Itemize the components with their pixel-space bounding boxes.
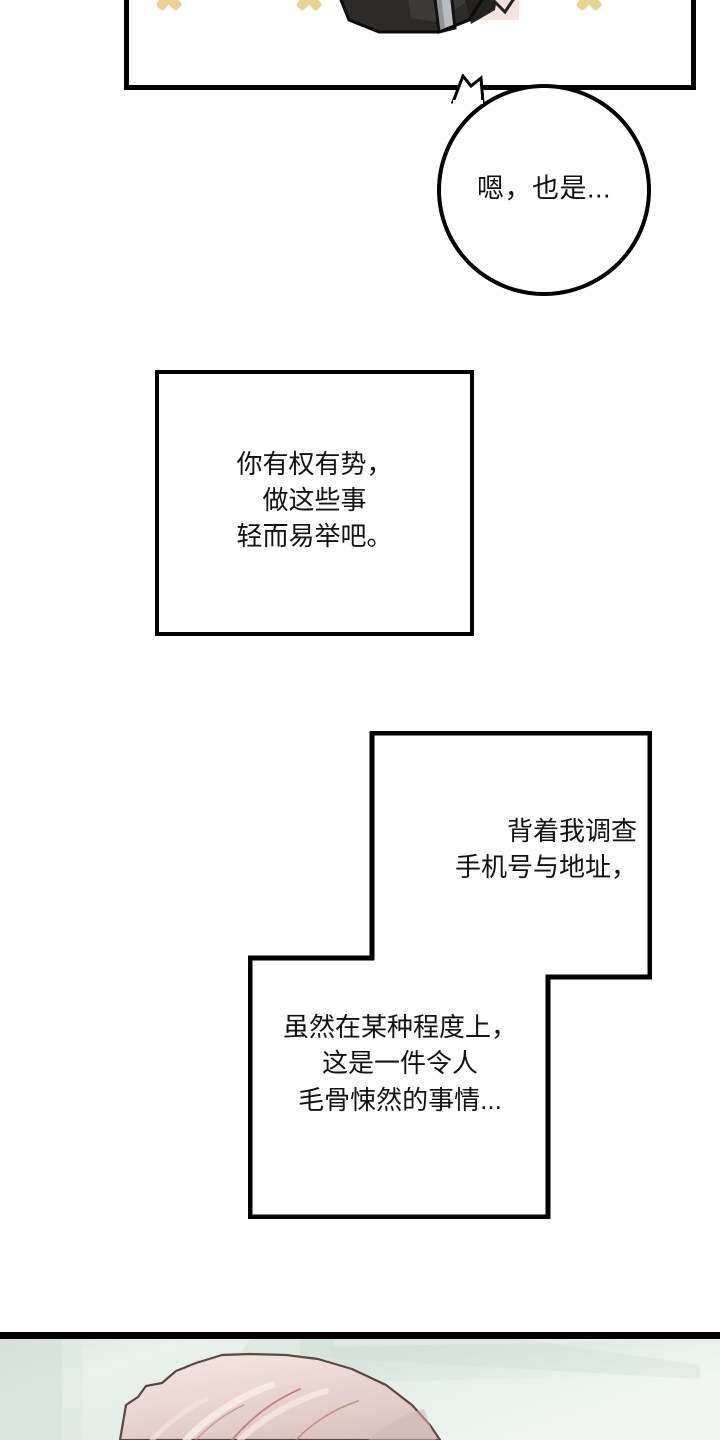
bubble-outline	[437, 84, 651, 296]
top-panel	[124, 0, 696, 90]
stepped-caption-box: 背着我调查 手机号与地址， 虽然在某种程度上， 这是一件令人 毛骨悚然的事情..…	[248, 731, 652, 1219]
dark-suited-figure	[339, 0, 519, 34]
x-mark-icon	[574, 0, 604, 12]
x-mark-icon	[154, 0, 184, 12]
bubble-tail-icon	[451, 74, 485, 104]
rectangular-caption-box: 你有权有势， 做这些事 轻而易举吧。	[155, 370, 474, 636]
stepped-caption-text-upper: 背着我调查 手机号与地址，	[454, 816, 637, 883]
pale-haired-character-head	[118, 1352, 442, 1440]
stepped-box-outline	[248, 731, 652, 1219]
round-bubble-text: 嗯，也是...	[476, 173, 611, 204]
bottom-panel	[0, 1332, 720, 1440]
round-speech-bubble: 嗯，也是...	[437, 74, 651, 296]
rectangular-caption-text: 你有权有势， 做这些事 轻而易举吧。	[236, 449, 393, 551]
stepped-caption-text-lower: 虽然在某种程度上， 这是一件令人 毛骨悚然的事情...	[282, 1012, 517, 1115]
